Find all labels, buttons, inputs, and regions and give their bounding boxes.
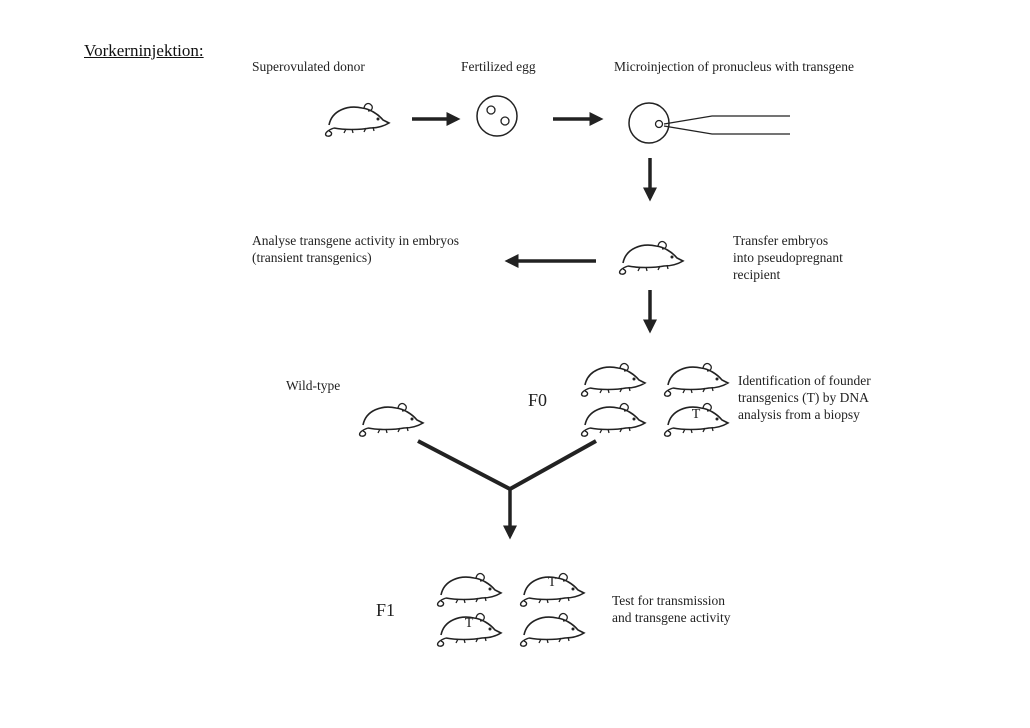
cross-line-right [509,439,597,491]
f1-mouse-icon [436,572,502,607]
label-analyse-line-1: Analyse transgene activity in embryos [252,233,459,248]
fertilized-egg-icon [476,95,518,137]
label-fertilized-egg: Fertilized egg [461,59,536,74]
label-wild-type: Wild-type [286,378,341,393]
f0-mouse-icon [580,362,646,397]
cross-line-left [417,439,511,491]
donor-mouse-icon [324,102,390,137]
label-test-line-2: and transgene activity [612,610,731,625]
injection-needle-icon [663,115,790,135]
label-superovulated-donor: Superovulated donor [252,59,365,74]
label-transfer-line-3: recipient [733,267,781,282]
label-identification-line-3: analysis from a biopsy [738,407,860,422]
label-generation-f0: F0 [528,390,548,410]
label-identification-line-2: transgenics (T) by DNA [738,390,869,405]
label-analyse-line-2: (transient transgenics) [252,250,372,265]
label-generation-f1: F1 [376,600,396,620]
f0-mouse-icon [580,402,646,437]
f1-mouse-icon [519,612,585,647]
label-test-line-1: Test for transmission [612,593,726,608]
label-microinjection: Microinjection of pronucleus with transg… [614,59,854,74]
wild-type-mouse-icon [358,402,424,437]
page-title: Vorkerninjektion: [84,41,204,60]
label-transfer-line-2: into pseudopregnant [733,250,843,265]
recipient-mouse-icon [618,240,684,275]
microinjection-egg-icon [628,102,670,144]
f0-transgene-marker: T [692,407,701,422]
label-transfer-line-1: Transfer embryos [733,233,829,248]
f1-transgene-marker: T [548,575,557,590]
f1-transgene-marker: T [465,616,474,631]
label-identification-line-1: Identification of founder [738,373,871,388]
f0-mouse-icon [663,362,729,397]
